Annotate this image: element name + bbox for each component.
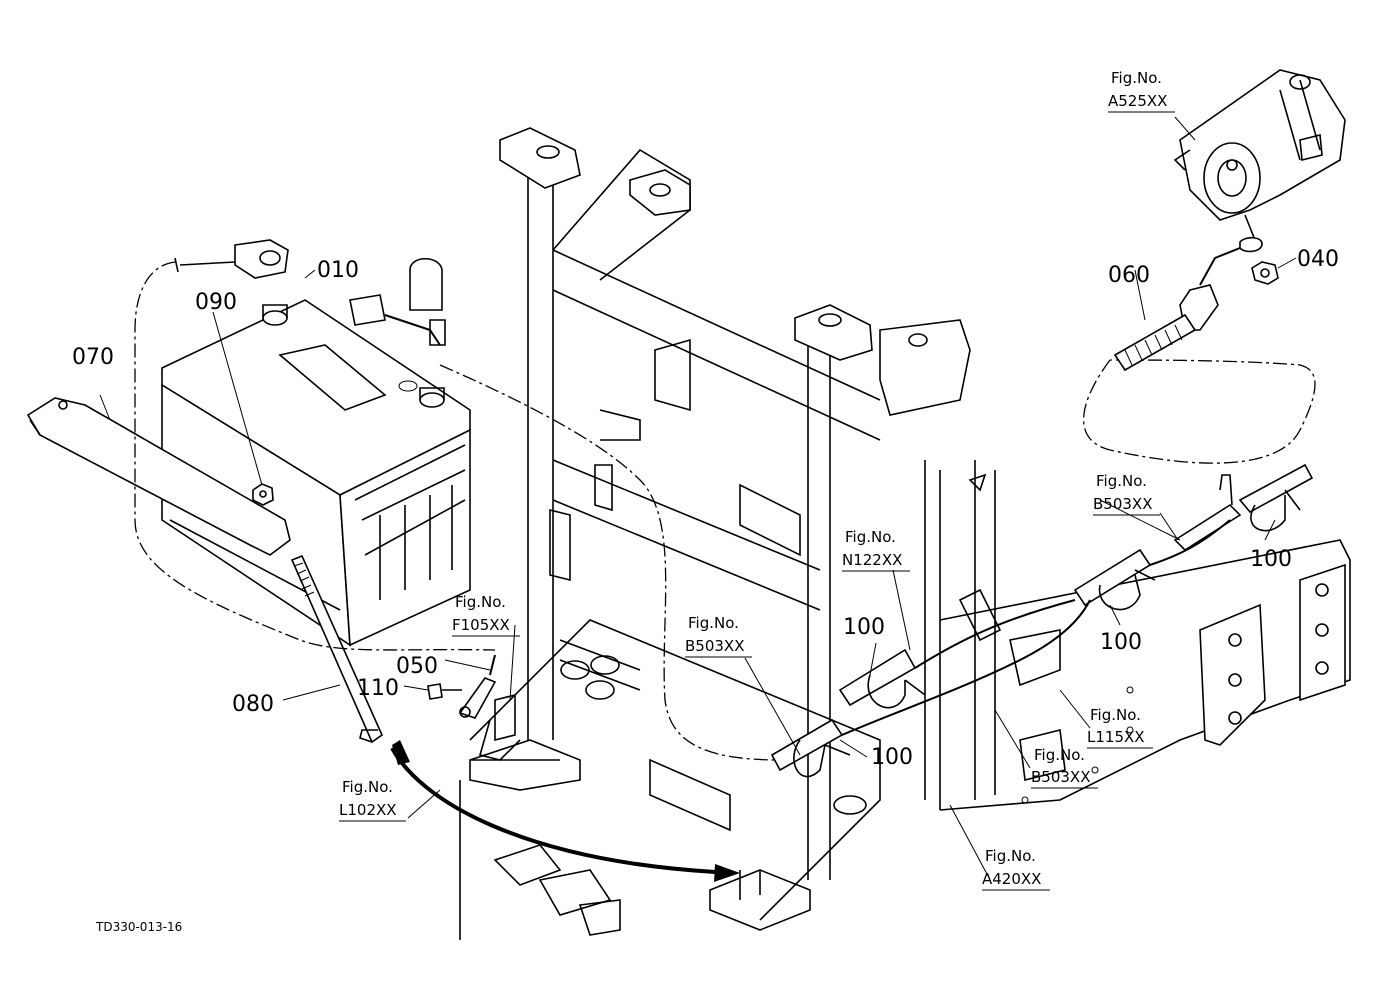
- negative-terminal-clamp: [174, 239, 289, 279]
- chassis-rail: [924, 460, 1351, 811]
- cable-routing-dashed: [134, 261, 1316, 761]
- part-label-010: 010: [317, 258, 359, 283]
- battery-holder: [26, 397, 291, 556]
- part-label-100-b: 100: [1100, 630, 1142, 655]
- fig-ref-b503-right: B503XX: [1093, 495, 1152, 513]
- starter-cable: [1113, 236, 1263, 372]
- part-label-060: 060: [1108, 263, 1150, 288]
- part-label-100-d: 100: [871, 745, 913, 770]
- fig-prefix-l115: Fig.No.: [1090, 706, 1141, 724]
- terminal-cover: [349, 257, 446, 346]
- frame-assembly: [459, 127, 971, 940]
- part-label-070: 070: [72, 345, 114, 370]
- nut: [252, 483, 274, 506]
- fig-ref-l102: L102XX: [339, 801, 397, 819]
- fig-prefix-b503-mid: Fig.No.: [688, 614, 739, 632]
- part-label-110: 110: [357, 676, 399, 701]
- fig-prefix-b503-right: Fig.No.: [1096, 472, 1147, 490]
- part-label-090: 090: [195, 290, 237, 315]
- part-label-080: 080: [232, 692, 274, 717]
- fig-prefix-a420: Fig.No.: [985, 847, 1036, 865]
- starter-motor: [1173, 69, 1346, 241]
- fig-ref-l115: L115XX: [1087, 728, 1145, 746]
- fig-prefix-a525: Fig.No.: [1111, 69, 1162, 87]
- fig-prefix-f105: Fig.No.: [455, 593, 506, 611]
- part-label-050: 050: [396, 654, 438, 679]
- fig-ref-a525: A525XX: [1108, 92, 1167, 110]
- ground-cable: [427, 654, 521, 761]
- cable-clamps: [770, 463, 1314, 778]
- fig-ref-b503-mid: B503XX: [685, 637, 744, 655]
- part-label-040: 040: [1297, 247, 1339, 272]
- part-label-100-c: 100: [843, 615, 885, 640]
- fig-prefix-n122: Fig.No.: [845, 528, 896, 546]
- part-number-labels: 010 040 050 060 070 080 090 110 100 100 …: [72, 247, 1339, 770]
- fig-prefix-l102: Fig.No.: [342, 778, 393, 796]
- relocation-arrow: [390, 740, 740, 882]
- leader-lines: [99, 116, 1297, 877]
- fig-ref-n122: N122XX: [842, 551, 902, 569]
- drawing-code: TD330-013-16: [95, 920, 182, 934]
- part-label-100-a: 100: [1250, 547, 1292, 572]
- fig-ref-a420: A420XX: [982, 870, 1041, 888]
- fig-prefix-b503-low: Fig.No.: [1034, 746, 1085, 764]
- hold-down-rod: [290, 554, 383, 744]
- fig-ref-b503-low: B503XX: [1031, 768, 1090, 786]
- fig-ref-f105: F105XX: [452, 616, 510, 634]
- starter-nut: [1251, 261, 1279, 285]
- figure-references: Fig.No. A525XX Fig.No. B503XX Fig.No. N1…: [339, 69, 1175, 891]
